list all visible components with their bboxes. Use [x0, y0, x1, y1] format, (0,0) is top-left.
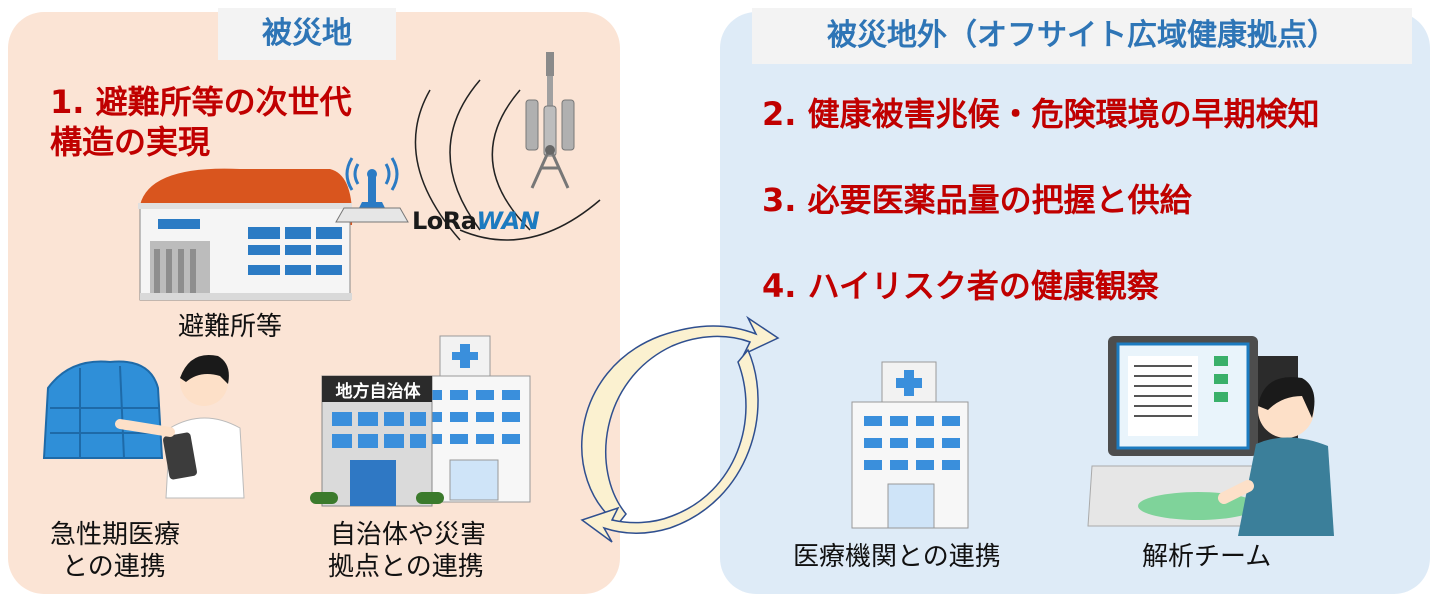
exchange-cycle-arrows: [580, 315, 780, 543]
item-3: 3. 必要医薬品量の把握と供給: [762, 181, 1192, 219]
item-1-line1: 1. 避難所等の次世代: [50, 83, 352, 121]
antenna-tower-icon: [525, 52, 575, 189]
medical-staff-icon: [42, 354, 245, 499]
local-government-sign: 地方自治体: [335, 382, 421, 402]
hospital-icon: [851, 361, 969, 529]
item-2: 2. 健康被害兆候・危険環境の早期検知: [762, 95, 1320, 133]
radio-waves-icon: [414, 79, 601, 241]
local-gov-caption-1: 自治体や災害: [330, 520, 487, 550]
shelter-building-icon: [138, 168, 353, 301]
hospital-caption: 医療機関との連携: [793, 542, 1001, 572]
disaster-area-title: 被災地: [218, 8, 396, 60]
acute-care-caption-2: との連携: [62, 552, 166, 582]
wireless-gateway-icon: [335, 157, 409, 223]
local-government-hospital-icon: [310, 335, 531, 507]
offsite-title: 被災地外（オフサイト広域健康拠点）: [752, 8, 1412, 64]
item-4: 4. ハイリスク者の健康観察: [762, 267, 1159, 305]
analysis-team-icon: [1087, 336, 1334, 536]
analysis-team-caption: 解析チーム: [1142, 542, 1272, 572]
local-gov-caption-2: 拠点との連携: [328, 552, 484, 582]
item-1-line2: 構造の実現: [50, 123, 211, 161]
acute-care-caption-1: 急性期医療: [50, 520, 181, 550]
shelter-caption: 避難所等: [178, 312, 283, 342]
lorawan-logo: LoRaWAN: [412, 207, 540, 235]
